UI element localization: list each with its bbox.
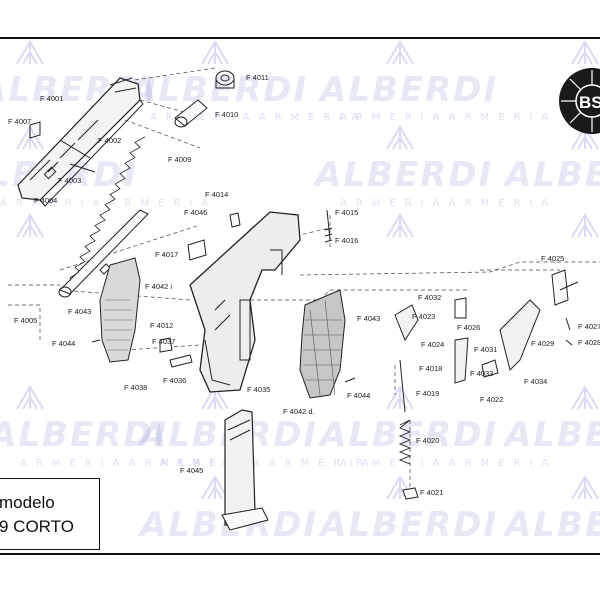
diagram-frame (0, 37, 600, 555)
slide-part (17, 77, 144, 207)
model-title: modelo (0, 493, 55, 512)
left-grip-part (99, 257, 141, 363)
part-label-f4002: F 4002 (98, 136, 121, 145)
part-label-f4001: F 4001 (40, 94, 63, 103)
part-label-f4033: F 4033 (470, 369, 493, 378)
frame-part (189, 211, 301, 393)
part-label-f4036: F 4036 (163, 376, 186, 385)
part-label-f4035: F 4035 (247, 385, 270, 394)
part-label-f4042d: F 4042 d. (283, 407, 315, 416)
part-label-f4046: F 4046 (184, 208, 207, 217)
part-label-f4037: F 4037 (152, 337, 175, 346)
part-label-f4043-right: F 4043 (357, 314, 380, 323)
part-label-f4023: F 4023 (412, 312, 435, 321)
part-label-f4019: F 4019 (416, 389, 439, 398)
bst-logo-text: BST (579, 93, 600, 112)
recoil-spring-part (64, 136, 146, 289)
part-label-f4044-right: F 4044 (347, 391, 370, 400)
part-label-f4034: F 4034 (524, 377, 547, 386)
part-label-f4043-left: F 4043 (68, 307, 91, 316)
part-label-f4003: F 4003 (58, 176, 81, 185)
part-label-f4045: F 4045 (180, 466, 203, 475)
part-label-f4026: F 4026 (457, 323, 480, 332)
part-label-f4014: F 4014 (205, 190, 228, 199)
part-label-f4022: F 4022 (480, 395, 503, 404)
part-label-f4005: F 4005 (14, 316, 37, 325)
part-label-f4010: F 4010 (215, 110, 238, 119)
part-label-f4009: F 4009 (168, 155, 191, 164)
mainspring-part (398, 419, 419, 500)
model-box: modelo 9 CORTO (0, 478, 100, 550)
part-label-f4015: F 4015 (335, 208, 358, 217)
part-label-f4024: F 4024 (421, 340, 444, 349)
part-label-f4029: F 4029 (531, 339, 554, 348)
right-grip-part (299, 289, 346, 399)
part-label-f4038: F 4038 (124, 383, 147, 392)
small-parts (29, 121, 579, 413)
part-label-f4044-left: F 4044 (52, 339, 75, 348)
part-label-f4025: F 4025 (541, 254, 564, 263)
part-label-f4021: F 4021 (420, 488, 443, 497)
part-label-f4031: F 4031 (474, 345, 497, 354)
barrel-bushing-part (174, 70, 235, 128)
part-label-f4016: F 4016 (335, 236, 358, 245)
model-name: 9 CORTO (0, 517, 74, 536)
guide-rod-part (58, 209, 149, 298)
part-label-f4012: F 4012 (150, 321, 173, 330)
magazine-part (221, 409, 269, 531)
part-label-f4028: F 4028 (578, 338, 600, 347)
part-label-f4017: F 4017 (155, 250, 178, 259)
part-label-f4004: F 4004 (34, 196, 57, 205)
bst-logo: BST (559, 68, 600, 134)
part-label-f4042i: F 4042 i (145, 282, 172, 291)
part-label-f4007: F 4007 (8, 117, 31, 126)
part-label-f4027: F 4027 (578, 322, 600, 331)
part-label-f4018: F 4018 (419, 364, 442, 373)
part-label-f4032: F 4032 (418, 293, 441, 302)
part-label-f4011: F 4011 (246, 73, 269, 82)
part-label-f4020: F 4020 (416, 436, 439, 445)
